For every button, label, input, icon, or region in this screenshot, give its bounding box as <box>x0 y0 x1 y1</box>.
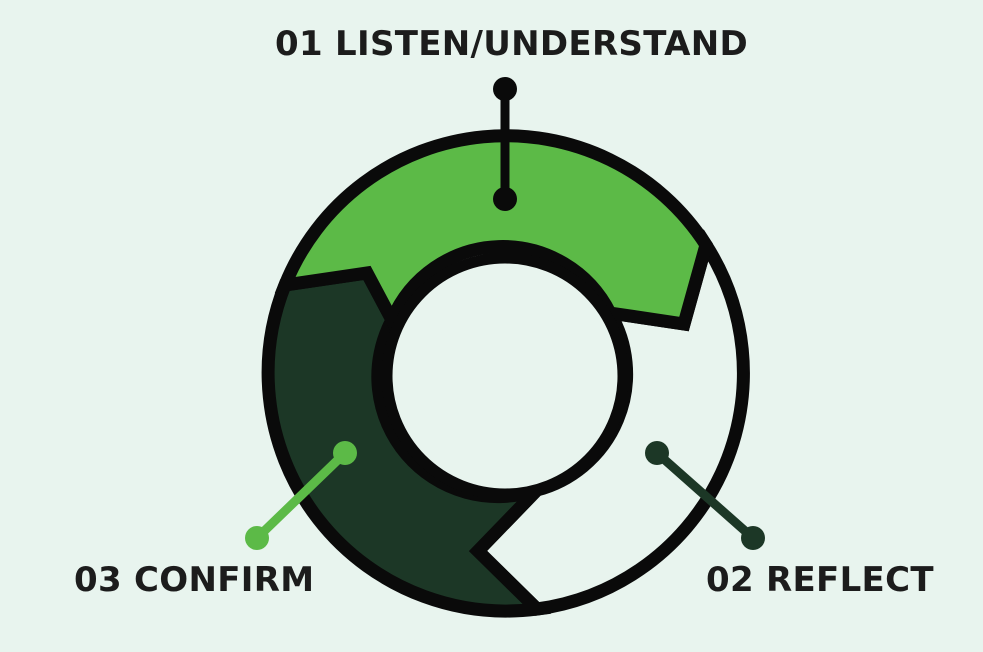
segment-listen <box>274 129 714 336</box>
step-label-confirm: 03 CONFIRM <box>74 560 315 600</box>
pin-connector-step1 <box>493 77 517 211</box>
pin-connector-step3 <box>245 441 357 550</box>
center-hole <box>381 252 629 500</box>
pin-connector-step2 <box>645 441 765 550</box>
step-label-listen-understand: 01 LISTEN/UNDERSTAND <box>275 24 748 64</box>
step-label-reflect: 02 REFLECT <box>706 560 934 600</box>
